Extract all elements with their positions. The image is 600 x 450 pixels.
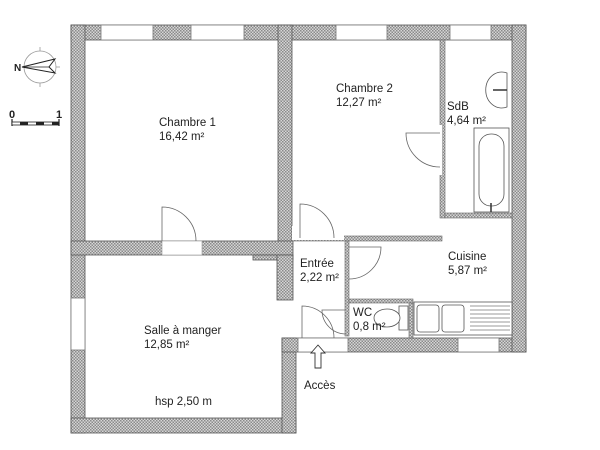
scale-end-label: 1 [56, 109, 62, 121]
room-area: 12,85 m² [144, 339, 190, 351]
room-area: 12,27 m² [336, 97, 382, 109]
room-name: Salle à manger [144, 325, 222, 337]
scale-bar-icon: 0 1 [9, 109, 62, 126]
room-cuisine: Cuisine 5,87 m² [448, 251, 487, 277]
room-wc: WC 0,8 m² [353, 307, 386, 333]
access-label: Accès [304, 380, 336, 392]
doors [161, 125, 442, 339]
room-name: Chambre 1 [159, 117, 216, 129]
windows [70, 24, 500, 353]
ceiling-height-label: hsp 2,50 m [155, 396, 212, 408]
room-sdb: SdB 4,64 m² [447, 101, 486, 127]
bathroom-sink-icon [485, 71, 508, 109]
compass-north-letter: N [14, 63, 21, 74]
room-name: WC [353, 307, 372, 319]
room-name: Cuisine [448, 251, 486, 263]
compass-icon: N [14, 47, 60, 87]
room-area: 2,22 m² [300, 272, 339, 284]
toilet-icon [373, 305, 409, 331]
room-name: SdB [447, 101, 469, 113]
room-chambre-1: Chambre 1 16,42 m² [159, 117, 216, 143]
interior-walls [70, 24, 513, 339]
room-area: 0,8 m² [353, 321, 386, 333]
room-area: 16,42 m² [159, 131, 205, 143]
bathtub-icon [473, 127, 510, 213]
kitchen-sink-icon [413, 301, 513, 336]
room-area: 4,64 m² [447, 115, 486, 127]
room-salle-a-manger: Salle à manger 12,85 m² [144, 325, 222, 351]
access-arrow-icon [310, 344, 326, 369]
room-entree: Entrée 2,22 m² [300, 258, 339, 284]
fixtures [373, 71, 513, 336]
room-name: Entrée [300, 258, 334, 270]
scale-start-label: 0 [9, 109, 15, 121]
room-chambre-2: Chambre 2 12,27 m² [336, 83, 393, 109]
room-name: Chambre 2 [336, 83, 393, 95]
room-area: 5,87 m² [448, 265, 487, 277]
